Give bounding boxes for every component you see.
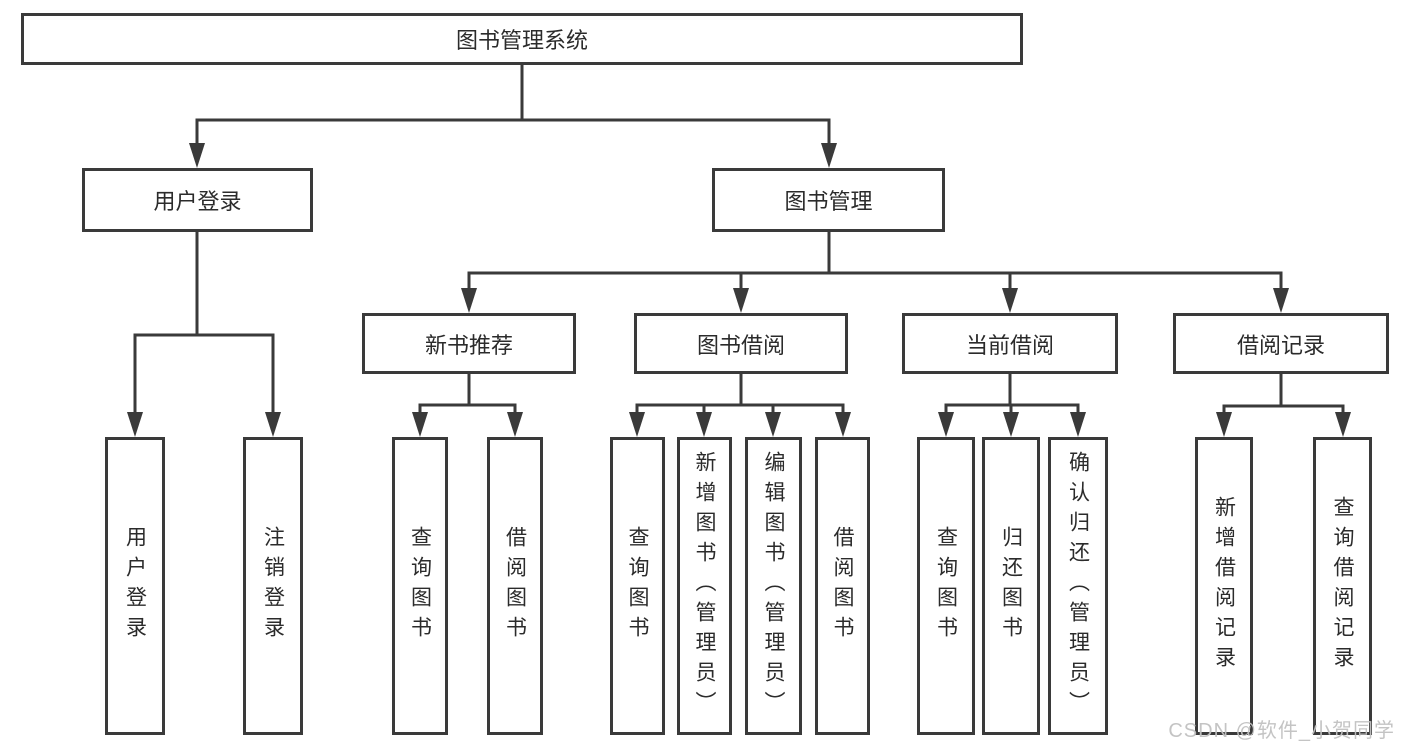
node-borrow-records: 借阅记录 bbox=[1173, 313, 1389, 374]
node-book-management: 图书管理 bbox=[712, 168, 945, 232]
node-borrow-records-label: 借阅记录 bbox=[1236, 332, 1325, 358]
leaf-logout-label: 注销登录 bbox=[261, 526, 285, 646]
node-user-login: 用户登录 bbox=[82, 168, 313, 232]
leaf-edit-books-admin-label: 编辑图书（管理员） bbox=[762, 451, 785, 721]
leaf-query-borrow-record: 查询借阅记录 bbox=[1313, 437, 1372, 735]
leaf-logout: 注销登录 bbox=[243, 437, 303, 735]
leaf-confirm-return-admin-label: 确认归还（管理员） bbox=[1066, 451, 1090, 721]
leaf-user-login: 用户登录 bbox=[105, 437, 165, 735]
leaf-user-login-label: 用户登录 bbox=[123, 526, 147, 646]
leaf-edit-books-admin: 编辑图书（管理员） bbox=[745, 437, 802, 735]
leaf-add-books-admin-label: 新增图书（管理员） bbox=[693, 451, 716, 721]
leaf-add-borrow-record: 新增借阅记录 bbox=[1195, 437, 1253, 735]
leaf-borrow-books-1: 借阅图书 bbox=[487, 437, 543, 735]
leaf-query-books-2-label: 查询图书 bbox=[626, 526, 649, 646]
leaf-borrow-books-1-label: 借阅图书 bbox=[503, 526, 527, 646]
node-current-borrow-label: 当前借阅 bbox=[965, 332, 1054, 358]
leaf-add-books-admin: 新增图书（管理员） bbox=[677, 437, 732, 735]
arrowheads bbox=[127, 143, 1351, 437]
node-book-borrow: 图书借阅 bbox=[634, 313, 848, 374]
node-book-borrow-label: 图书借阅 bbox=[696, 332, 785, 358]
node-book-management-label: 图书管理 bbox=[784, 189, 873, 214]
leaf-query-books-2: 查询图书 bbox=[610, 437, 665, 735]
leaf-borrow-books-2: 借阅图书 bbox=[815, 437, 870, 735]
leaf-confirm-return-admin: 确认归还（管理员） bbox=[1048, 437, 1108, 735]
node-user-login-label: 用户登录 bbox=[153, 189, 242, 214]
leaf-add-borrow-record-label: 新增借阅记录 bbox=[1212, 496, 1236, 676]
leaf-query-books-1: 查询图书 bbox=[392, 437, 448, 735]
node-new-book-recommend-label: 新书推荐 bbox=[424, 332, 513, 358]
leaf-return-books-label: 归还图书 bbox=[999, 526, 1023, 646]
leaf-query-books-1-label: 查询图书 bbox=[408, 526, 432, 646]
node-root: 图书管理系统 bbox=[21, 13, 1023, 65]
leaf-query-books-3-label: 查询图书 bbox=[934, 526, 958, 646]
node-new-book-recommend: 新书推荐 bbox=[362, 313, 576, 374]
node-root-label: 图书管理系统 bbox=[455, 28, 588, 53]
leaf-borrow-books-2-label: 借阅图书 bbox=[831, 526, 854, 646]
leaf-query-borrow-record-label: 查询借阅记录 bbox=[1331, 496, 1354, 676]
leaf-query-books-3: 查询图书 bbox=[917, 437, 975, 735]
leaf-return-books: 归还图书 bbox=[982, 437, 1040, 735]
node-current-borrow: 当前借阅 bbox=[902, 313, 1118, 374]
